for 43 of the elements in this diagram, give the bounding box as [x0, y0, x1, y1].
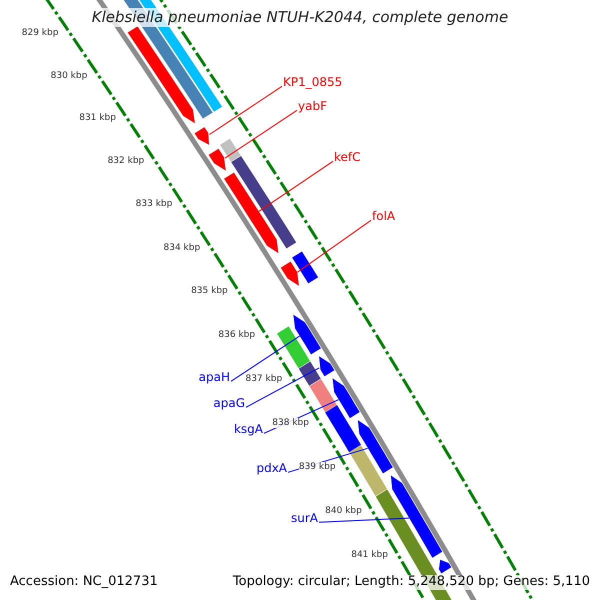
topology-text: Topology: circular; Length: 5,248,520 bp; Genes: 5,110 [232, 575, 590, 590]
gene-block [390, 474, 443, 558]
leader-line [297, 220, 372, 273]
tick-label: 840 kbp [325, 506, 362, 516]
tick-label: 836 kbp [218, 330, 256, 340]
gene-block [292, 314, 322, 355]
gene-block [127, 26, 196, 124]
tick-label: 830 kbp [50, 70, 88, 81]
gene-block [224, 172, 279, 254]
leader-line [209, 86, 282, 135]
track-segment [325, 405, 361, 452]
leader-line [318, 518, 410, 523]
tick-label: 838 kbp [272, 418, 309, 428]
tick-label: 837 kbp [245, 374, 282, 384]
gene-label: ksgA [234, 423, 263, 437]
gene-block [318, 356, 335, 377]
gene-block [280, 261, 300, 287]
tick-label: 832 kbp [108, 156, 144, 167]
gene-label: yabF [298, 100, 327, 114]
gene-label: pdxA [256, 462, 287, 476]
tick-label: 839 kbp [298, 462, 336, 472]
gene-block [332, 378, 360, 419]
gene-label: folA [372, 210, 396, 224]
leader-line [246, 367, 320, 408]
tick-label: 841 kbp [351, 550, 388, 561]
gene-label: apaH [198, 371, 230, 385]
gene-label: surA [291, 512, 318, 526]
leader-line [224, 110, 298, 159]
gene-label: kefC [334, 151, 361, 165]
tick-label: 831 kbp [79, 113, 116, 124]
gene-label: KP1_0855 [283, 76, 342, 90]
tick-label: 829 kbp [22, 28, 58, 38]
tick-label: 834 kbp [164, 242, 200, 254]
gene-block [194, 126, 210, 146]
gene-block [357, 419, 394, 474]
leader-line [230, 336, 300, 382]
leader-line [258, 160, 334, 212]
tick-label: 833 kbp [136, 199, 172, 210]
gene-label: apaG [213, 397, 245, 411]
accession-text: Accession: NC_012731 [10, 575, 158, 590]
gene-block [438, 559, 452, 574]
gene-block [208, 148, 226, 172]
tick-label: 835 kbp [191, 286, 228, 297]
